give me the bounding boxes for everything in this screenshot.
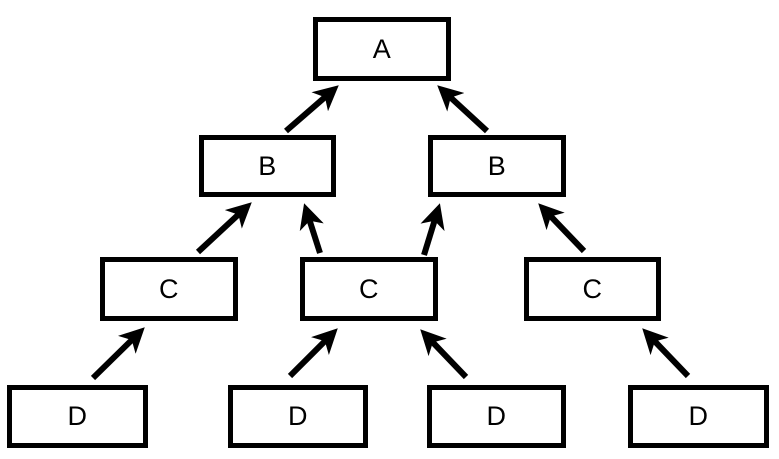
edge-arrow-d4-to-c3: [642, 328, 691, 379]
node-label-d2: D: [288, 401, 308, 431]
edge-arrow-c2-to-b1: [299, 203, 324, 254]
node-label-d3: D: [486, 401, 507, 431]
edge-arrow-d3-to-c2: [420, 329, 469, 380]
edge-arrow-b2-to-a1: [437, 85, 490, 134]
node-box-c1[interactable]: C: [100, 257, 238, 321]
edge-arrow-d2-to-c2: [287, 328, 338, 379]
node-box-b1[interactable]: B: [199, 135, 336, 197]
edge-arrow-c3-to-b2: [538, 203, 587, 254]
node-box-c3[interactable]: C: [524, 257, 661, 321]
node-label-c3: C: [582, 273, 603, 304]
node-label-a1: A: [372, 33, 392, 64]
edge-arrow-c1-to-b1: [195, 202, 252, 255]
node-label-c1: C: [159, 273, 179, 304]
node-label-b1: B: [258, 150, 277, 181]
node-label-d4: D: [688, 401, 709, 431]
node-box-c2[interactable]: C: [300, 257, 438, 321]
node-box-a1[interactable]: A: [313, 17, 451, 81]
node-box-d4[interactable]: D: [628, 385, 769, 448]
node-label-c2: C: [359, 273, 379, 304]
node-label-d1: D: [67, 401, 88, 431]
node-box-d3[interactable]: D: [427, 385, 566, 448]
node-label-b2: B: [487, 150, 507, 181]
node-box-b2[interactable]: B: [428, 135, 566, 197]
edge-arrow-b1-to-a1: [284, 85, 339, 134]
node-box-d1[interactable]: D: [7, 385, 148, 448]
edge-arrow-d1-to-c1: [90, 327, 145, 381]
edge-group: [90, 85, 691, 381]
node-box-d2[interactable]: D: [228, 385, 368, 448]
edge-arrow-c2-to-b2: [420, 203, 445, 256]
